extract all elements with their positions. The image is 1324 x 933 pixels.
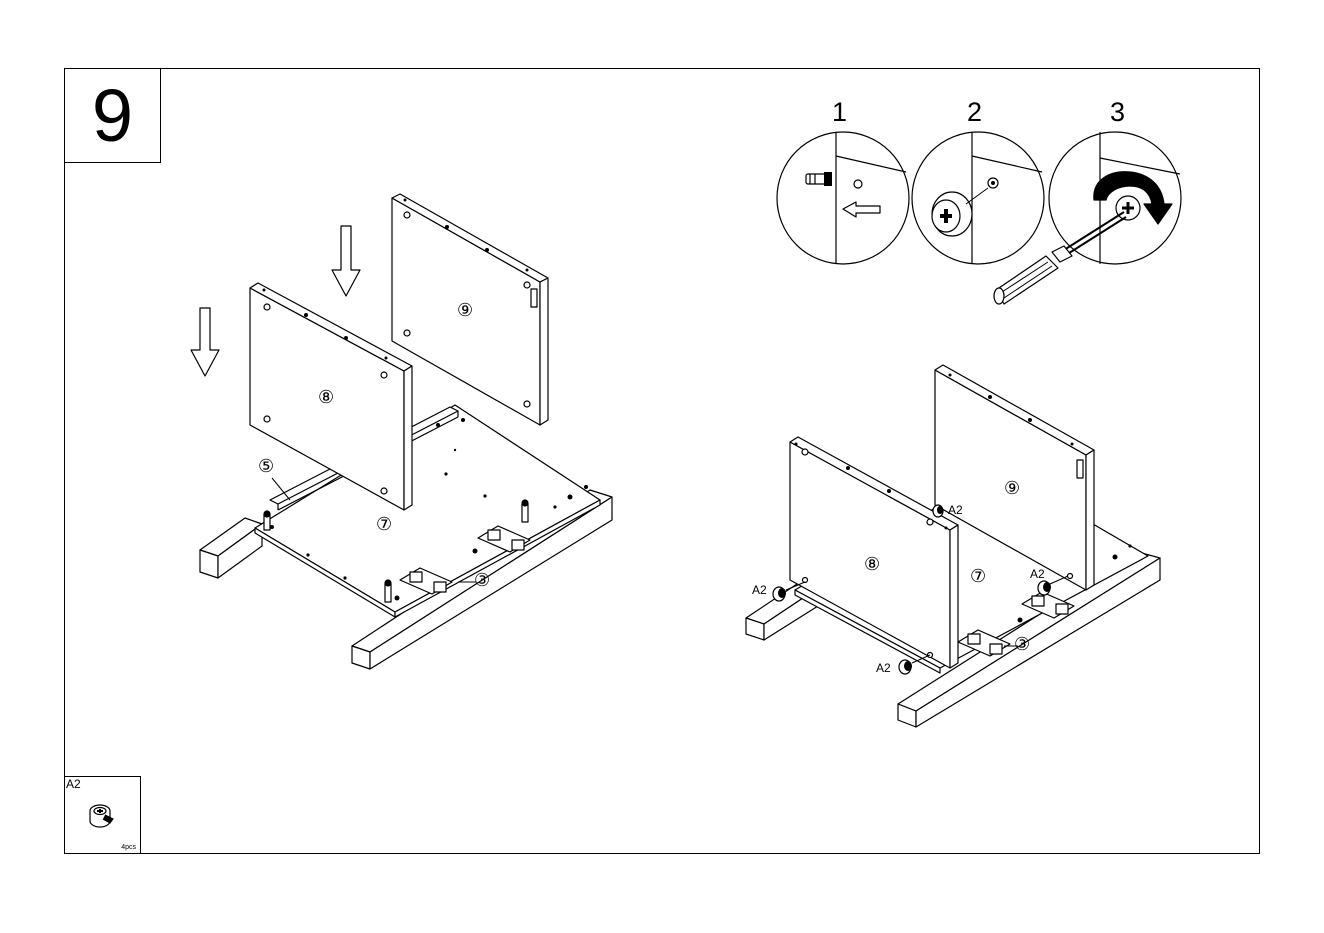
- substep-two-label: 2: [967, 99, 982, 126]
- substep-three-label: 3: [1110, 99, 1125, 126]
- arrow-down-icon: [191, 308, 219, 376]
- left-assembly-view: [191, 194, 612, 669]
- left-label-part-five: ⑤: [258, 458, 274, 476]
- left-label-panel-nine: ⑨: [457, 302, 473, 320]
- dowel-icon: [385, 580, 391, 602]
- parts-quantity-label: 4pcs: [121, 844, 136, 851]
- right-label-panel-nine: ⑨: [1004, 480, 1020, 498]
- cam-lock-icon: [87, 801, 117, 831]
- left-label-panel-eight: ⑧: [318, 389, 334, 407]
- fitting-callout: A2: [1030, 568, 1045, 580]
- fitting-callout: A2: [752, 584, 767, 596]
- parts-code-label: A2: [66, 777, 81, 791]
- cam-lock-icon: [933, 505, 943, 517]
- fitting-callout: A2: [948, 504, 963, 516]
- right-label-part-three: ③: [1014, 636, 1030, 654]
- right-assembly-view: [746, 365, 1160, 727]
- left-base-leg-back: [200, 518, 262, 578]
- substep-one-label: 1: [832, 99, 847, 126]
- detail-circle-two: [912, 132, 1044, 264]
- right-label-base-seven: ⑦: [970, 568, 986, 586]
- left-label-part-three: ③: [474, 572, 490, 590]
- parts-legend-box: A2 4pcs: [64, 776, 141, 854]
- arrow-down-icon: [332, 226, 360, 296]
- dowel-icon: [522, 500, 528, 522]
- right-label-panel-eight: ⑧: [864, 556, 880, 574]
- left-label-base-seven: ⑦: [376, 516, 392, 534]
- detail-circle-three: [1049, 132, 1181, 264]
- dowel-icon: [264, 511, 270, 530]
- dowel-icon: [806, 172, 832, 186]
- detail-circle-one: [777, 132, 909, 264]
- fitting-callout: A2: [876, 662, 891, 674]
